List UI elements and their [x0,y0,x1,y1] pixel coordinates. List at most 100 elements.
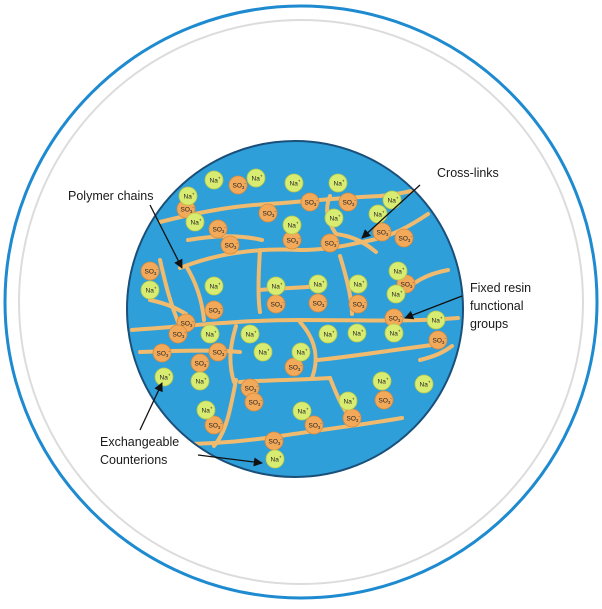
sulfonate-label: SO3- [389,314,403,323]
sodium-charge: + [332,329,335,334]
sulfonate-label: SO3- [289,363,303,372]
sodium-charge: + [218,281,221,286]
sulfonate-label: SO3- [399,234,413,243]
sulfonate-group: SO3- [259,204,277,222]
sodium-ion: Na+ [329,174,347,192]
sulfonate-label: SO3- [157,349,171,358]
sodium-ion: Na+ [348,324,366,342]
sodium-charge: + [402,266,405,271]
sulfonate-group: SO3- [321,234,339,252]
sodium-ion: Na+ [309,275,327,293]
sulfonate-symbol: SO [195,360,204,367]
sodium-ion: Na+ [205,171,223,189]
sulfonate-label: SO3- [181,205,195,214]
sodium-ion: Na+ [155,368,173,386]
sodium-ion: Na+ [205,277,223,295]
sodium-ion: Na+ [241,325,259,343]
sulfonate-symbol: SO [347,415,356,422]
sodium-charge: + [214,329,217,334]
sodium-ion: Na+ [285,174,303,192]
sulfonate-group: SO3- [141,262,159,280]
sulfonate-label: SO3- [245,384,259,393]
sodium-charge: + [192,191,195,196]
sulfonate-group: SO3- [209,343,227,361]
sulfonate-group: SO3- [349,295,367,313]
sodium-charge: + [296,220,299,225]
sulfonate-label: SO3- [213,225,227,234]
sulfonate-symbol: SO [209,307,218,314]
sulfonate-group: SO3- [375,391,393,409]
sodium-charge: + [398,328,401,333]
sulfonate-group: SO3- [267,295,285,313]
sulfonate-group: SO3- [191,354,209,372]
sodium-charge: + [306,406,309,411]
sulfonate-symbol: SO [209,422,218,429]
sulfonate-symbol: SO [287,237,296,244]
sulfonate-symbol: SO [389,315,398,322]
fixed-groups-label-line-1: Fixed resin [470,281,531,295]
sulfonate-group: SO3- [343,409,361,427]
sodium-ion: Na+ [179,187,197,205]
sodium-ion: Na+ [387,285,405,303]
sodium-ion: Na+ [349,275,367,293]
sulfonate-label: SO3- [325,239,339,248]
sodium-charge: + [342,178,345,183]
sodium-charge: + [362,279,365,284]
sulfonate-group: SO3- [153,344,171,362]
sodium-ion: Na+ [385,324,403,342]
sulfonate-label: SO3- [433,336,447,345]
sodium-charge: + [386,376,389,381]
sulfonate-symbol: SO [213,349,222,356]
sulfonate-symbol: SO [379,397,388,404]
sulfonate-symbol: SO [325,240,334,247]
counterions-label-line-2: Counterions [100,453,167,467]
sulfonate-label: SO3- [145,267,159,276]
sodium-charge: + [254,329,257,334]
sulfonate-symbol: SO [313,300,322,307]
sulfonate-label: SO3- [271,300,285,309]
sulfonate-symbol: SO [309,422,318,429]
sulfonate-group: SO3- [429,331,447,349]
sulfonate-label: SO3- [309,421,323,430]
sulfonate-label: SO3- [225,241,239,250]
sodium-ion: Na+ [415,375,433,393]
sulfonate-symbol: SO [269,438,278,445]
sulfonate-symbol: SO [399,235,408,242]
sodium-ion: Na+ [254,343,272,361]
sulfonate-label: SO3- [209,306,223,315]
sodium-ion: Na+ [325,209,343,227]
sulfonate-symbol: SO [433,337,442,344]
sodium-charge: + [428,379,431,384]
sulfonate-symbol: SO [157,350,166,357]
sulfonate-label: SO3- [305,198,319,207]
sodium-ion: Na+ [283,216,301,234]
sulfonate-symbol: SO [173,331,182,338]
sodium-charge: + [204,376,207,381]
fixed-groups-label-line-3: groups [470,317,508,331]
sodium-charge: + [338,213,341,218]
sulfonate-label: SO3- [213,348,227,357]
sodium-charge: + [267,347,270,352]
sulfonate-symbol: SO [271,301,280,308]
cross-links-label: Cross-links [437,166,499,180]
sulfonate-group: SO3- [209,220,227,238]
sodium-ion: Na+ [292,343,310,361]
polymer-chains-label: Polymer chains [68,189,153,203]
sodium-ion: Na+ [293,402,311,420]
sulfonate-group: SO3- [339,193,357,211]
sulfonate-label: SO3- [195,359,209,368]
sodium-charge: + [218,175,221,180]
sulfonate-symbol: SO [377,229,386,236]
sulfonate-group: SO3- [205,301,223,319]
sodium-charge: + [260,173,263,178]
sulfonate-group: SO3- [301,193,319,211]
sulfonate-symbol: SO [263,210,272,217]
sulfonate-symbol: SO [305,199,314,206]
sodium-ion: Na+ [201,325,219,343]
sodium-ion: Na+ [141,281,159,299]
sulfonate-label: SO3- [269,437,283,446]
sodium-ion: Na+ [339,392,357,410]
sodium-charge: + [382,209,385,214]
